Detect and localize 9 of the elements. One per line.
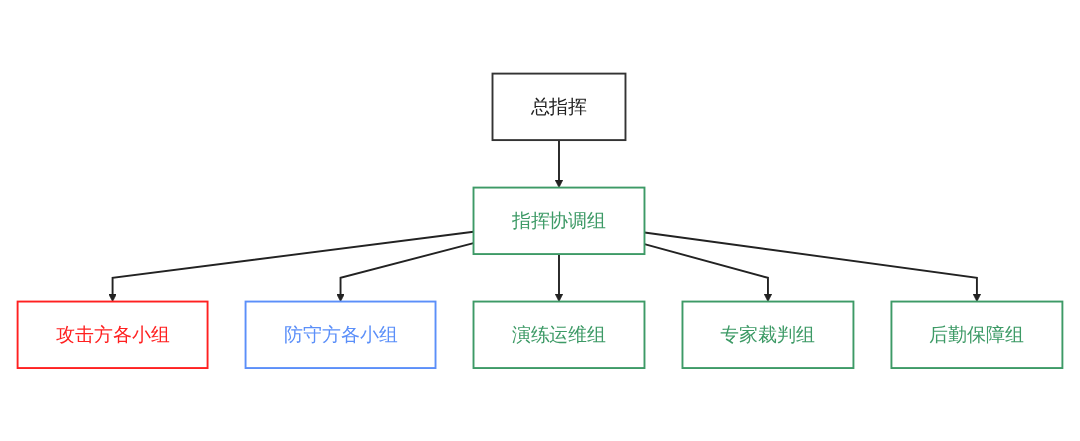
- arrow: [554, 252, 564, 302]
- node-box: 指挥协调组: [472, 186, 646, 255]
- node-box: 防守方各小组: [244, 300, 437, 369]
- arrow: [554, 138, 564, 188]
- node-box: 攻击方各小组: [16, 300, 209, 369]
- node-box: 专家裁判组: [681, 300, 855, 369]
- node-box: 总指挥: [491, 72, 627, 141]
- node-box: 演练运维组: [472, 300, 646, 369]
- node-box: 后勤保障组: [890, 300, 1064, 369]
